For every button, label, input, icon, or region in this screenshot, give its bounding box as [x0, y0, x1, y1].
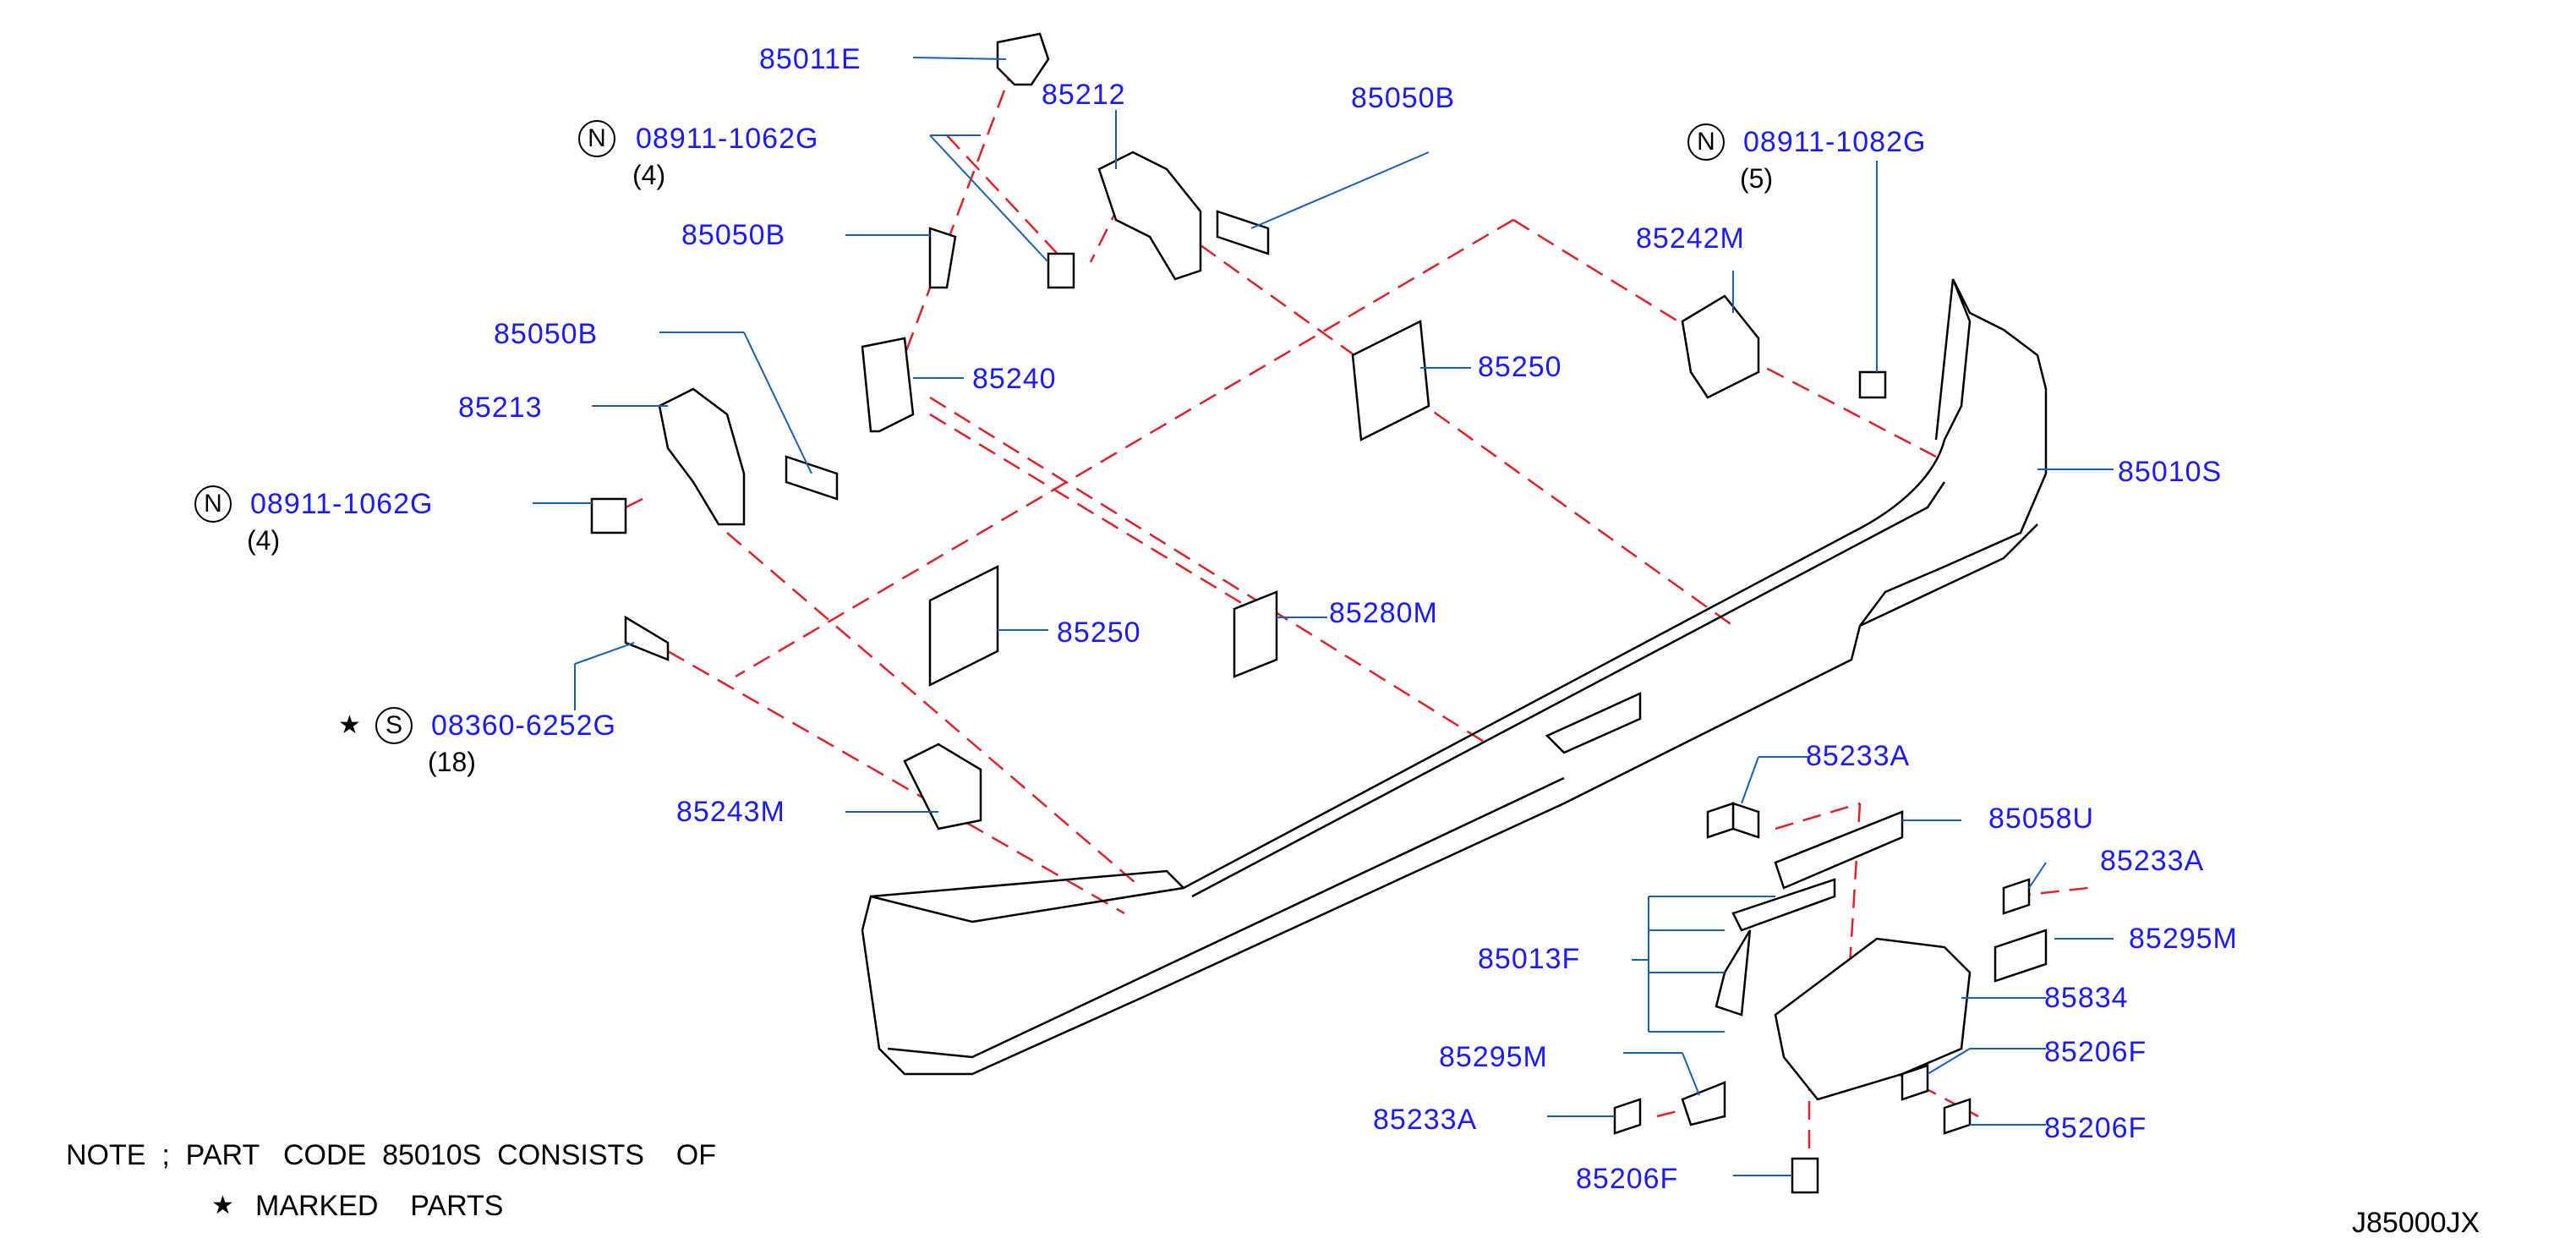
part-label-85233A-right: 85233A — [2100, 845, 2205, 877]
part-label-85013F: 85013F — [1478, 943, 1581, 975]
part-label-85834: 85834 — [2044, 982, 2129, 1014]
badge-n-2: N — [1687, 123, 1725, 161]
std-part-08911-1082G: 08911-1082G — [1743, 126, 1927, 158]
part-label-85250-lower: 85250 — [1057, 617, 1141, 649]
part-label-85212: 85212 — [1042, 79, 1126, 111]
leader-lines — [533, 57, 2114, 1176]
part-label-85295M-right: 85295M — [2129, 923, 2238, 955]
note-line-2: MARKED PARTS — [255, 1190, 504, 1222]
part-label-85240: 85240 — [972, 363, 1057, 395]
part-label-85250-upper: 85250 — [1478, 351, 1562, 383]
part-label-85206F-right2: 85206F — [2044, 1112, 2147, 1144]
part-label-85206F-right1: 85206F — [2044, 1036, 2147, 1068]
part-label-85050B-left: 85050B — [494, 318, 599, 350]
std-part-08911-1062G-left: 08911-1062G — [250, 488, 434, 520]
part-label-85233A-top: 85233A — [1806, 740, 1911, 772]
part-label-85243M: 85243M — [676, 796, 785, 828]
part-label-85010S: 85010S — [2118, 456, 2223, 488]
part-label-85050B-mid: 85050B — [681, 219, 786, 251]
note-line-1: NOTE ; PART CODE 85010S CONSISTS OF — [66, 1139, 716, 1171]
rear-bumper-fascia — [861, 278, 2048, 1076]
part-label-85242M: 85242M — [1636, 222, 1745, 255]
part-label-85233A-left: 85233A — [1373, 1104, 1478, 1136]
std-part-08911-1062G-top: 08911-1062G — [636, 123, 819, 155]
qty-s-1: (18) — [428, 747, 476, 777]
note-star-icon: ★ — [211, 1191, 234, 1220]
part-label-85280M: 85280M — [1329, 597, 1438, 629]
diagram-code: J85000JX — [2352, 1207, 2480, 1239]
part-label-85213: 85213 — [458, 392, 543, 424]
part-label-85050B-top: 85050B — [1351, 82, 1456, 114]
part-label-85206F-bottom: 85206F — [1576, 1163, 1679, 1195]
std-part-08360-6252G: 08360-6252G — [431, 710, 616, 742]
badge-n-3: N — [194, 485, 232, 523]
qty-n-3: (4) — [247, 525, 281, 556]
star-marked-icon: ★ — [338, 710, 361, 740]
part-label-85011E: 85011E — [759, 43, 861, 75]
qty-n-1: (4) — [632, 160, 666, 190]
badge-n-1: N — [578, 120, 615, 157]
part-label-85295M-left: 85295M — [1439, 1041, 1548, 1073]
parts-line-art — [590, 32, 2048, 1194]
part-label-85058U: 85058U — [1988, 803, 2095, 835]
qty-n-2: (5) — [1740, 163, 1774, 194]
badge-s-1: S — [375, 707, 413, 744]
